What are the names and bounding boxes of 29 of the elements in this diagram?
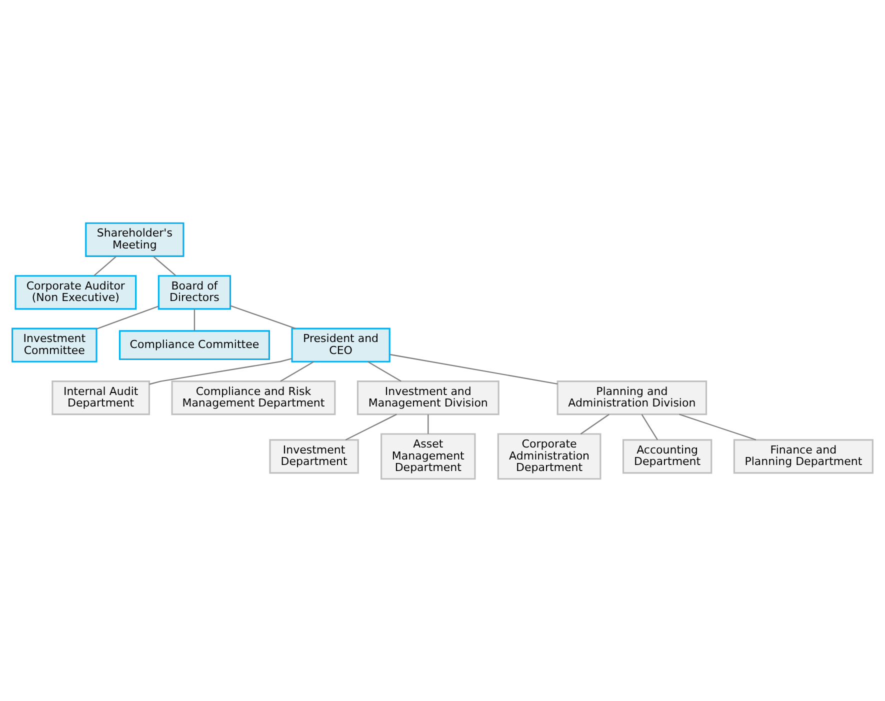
node-box: Investment and Management Division — [356, 380, 500, 415]
node-box: Shareholder's Meeting — [85, 222, 184, 256]
connector — [428, 414, 429, 434]
connector — [679, 413, 756, 440]
node-box: Planning and Administration Division — [556, 380, 708, 415]
connector — [367, 360, 402, 382]
connector — [345, 413, 397, 440]
connector — [280, 360, 314, 382]
connector — [230, 304, 296, 329]
connector — [96, 305, 159, 329]
node-box: Accounting Department — [622, 438, 712, 474]
node-box: Finance and Planning Department — [733, 438, 874, 474]
node-box: Compliance and Risk Management Department — [171, 380, 336, 415]
node-box: President and CEO — [291, 327, 390, 362]
node-box: Asset Management Department — [380, 432, 476, 480]
connector — [580, 413, 610, 434]
node-box: Corporate Auditor (Non Executive) — [14, 274, 137, 310]
connector — [390, 353, 558, 384]
connector — [149, 358, 292, 384]
node-box: Corporate Administration Department — [497, 432, 602, 480]
connector — [152, 255, 176, 276]
connector — [94, 255, 117, 276]
node-box: Compliance Committee — [118, 330, 270, 360]
connector — [194, 308, 196, 330]
node-box: Investment Committee — [12, 327, 98, 362]
node-box: Investment Department — [269, 438, 359, 474]
node-box: Board of Directors — [158, 274, 232, 310]
node-box: Internal Audit Department — [52, 380, 150, 415]
connector — [641, 414, 658, 440]
